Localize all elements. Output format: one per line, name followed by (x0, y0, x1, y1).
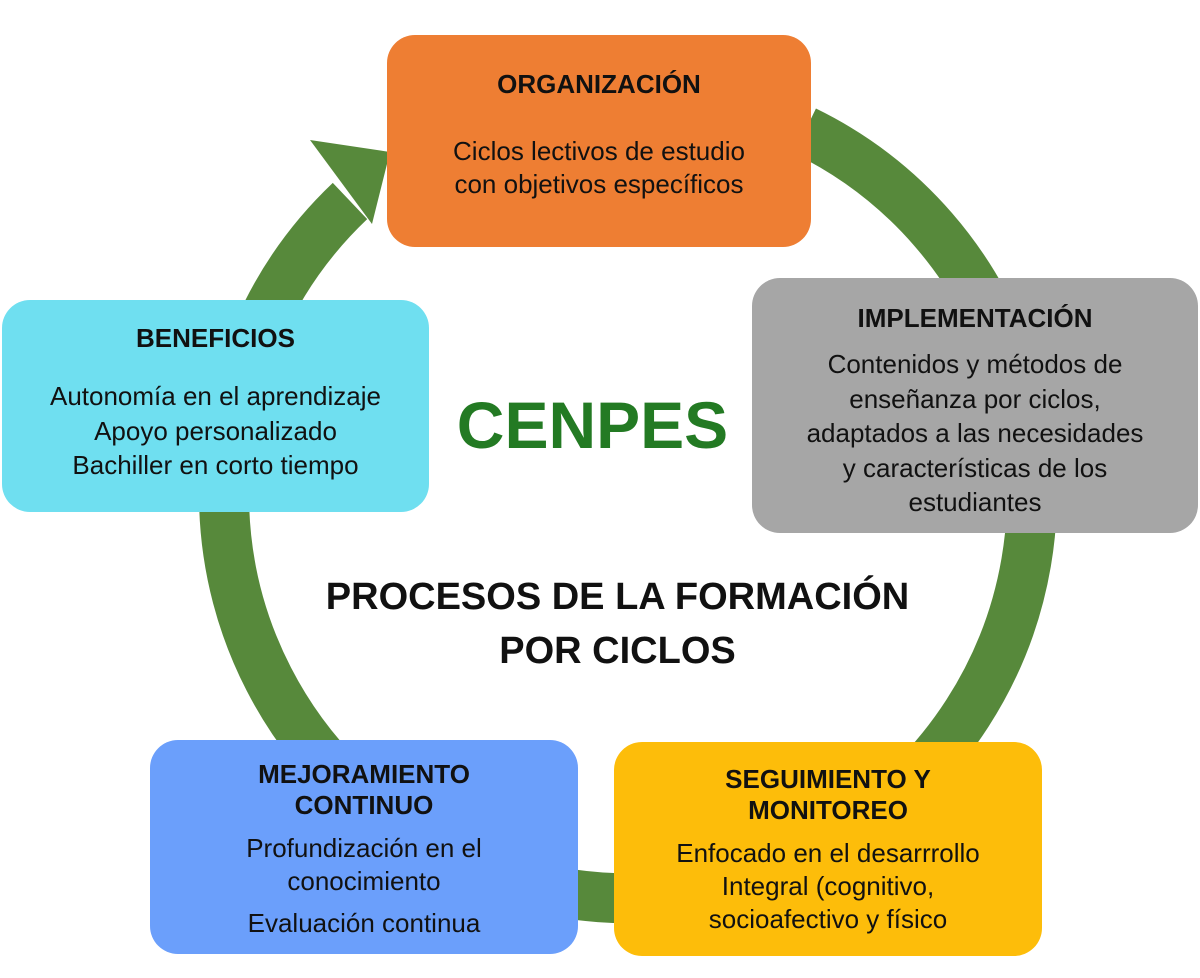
subtitle-line: POR CICLOS (499, 630, 736, 672)
description-line: Ciclos lectivos de estudio (453, 136, 745, 166)
description-line: Profundización en el (246, 833, 482, 863)
brand-title: CENPES (456, 388, 729, 462)
description-line: Contenidos y métodos de (827, 349, 1123, 379)
implementacion-box: IMPLEMENTACIÓN Contenidos y métodos de e… (752, 278, 1198, 533)
beneficios-title: BENEFICIOS (136, 323, 295, 353)
description-line: socioafectivo y físico (708, 904, 948, 934)
beneficios-box: BENEFICIOS Autonomía en el aprendizaje A… (2, 300, 429, 512)
description-line: conocimiento (287, 866, 441, 896)
description-line: adaptados a las necesidades (806, 418, 1144, 448)
organizacion-title: ORGANIZACIÓN (497, 69, 701, 99)
seguimiento-description: Enfocado en el desarrrollo Integral (cog… (676, 837, 980, 936)
title-line: MEJORAMIENTO (258, 759, 470, 789)
description-line: enseñanza por ciclos, (849, 383, 1101, 414)
title-line: MONITOREO (748, 795, 908, 825)
implementacion-description: Contenidos y métodos de enseñanza por ci… (807, 347, 1144, 520)
seguimiento-title: SEGUIMIENTO Y MONITOREO (725, 764, 931, 826)
description-line: y características de los (842, 452, 1108, 483)
description-line: Evaluación continua (247, 908, 481, 938)
description-line: Autonomía en el aprendizaje (49, 381, 381, 411)
cycle-arrowhead-icon (310, 140, 390, 224)
description-line: con objetivos específicos (454, 169, 744, 199)
description-line: estudiantes (908, 487, 1042, 517)
description-line: Bachiller en corto tiempo (72, 450, 359, 480)
mejoramiento-box: MEJORAMIENTO CONTINUO Profundización en … (150, 740, 578, 954)
title-line: SEGUIMIENTO Y (725, 764, 931, 794)
subtitle-line: PROCESOS DE LA FORMACIÓN (325, 576, 910, 618)
description-line: Enfocado en el desarrrollo (676, 838, 980, 868)
implementacion-title: IMPLEMENTACIÓN (857, 303, 1093, 333)
description-line: Apoyo personalizado (94, 415, 337, 446)
mejoramiento-description: Profundización en el conocimiento Evalua… (246, 832, 482, 940)
beneficios-description: Autonomía en el aprendizaje Apoyo person… (50, 379, 381, 483)
title-line: CONTINUO (294, 790, 434, 820)
center-subtitle: PROCESOS DE LA FORMACIÓN POR CICLOS (250, 570, 985, 678)
organizacion-box: ORGANIZACIÓN Ciclos lectivos de estudio … (387, 35, 811, 247)
description-line: Integral (cognitivo, (721, 871, 935, 901)
mejoramiento-title: MEJORAMIENTO CONTINUO (258, 759, 470, 821)
seguimiento-box: SEGUIMIENTO Y MONITOREO Enfocado en el d… (614, 742, 1042, 956)
organizacion-description: Ciclos lectivos de estudio con objetivos… (453, 135, 745, 201)
